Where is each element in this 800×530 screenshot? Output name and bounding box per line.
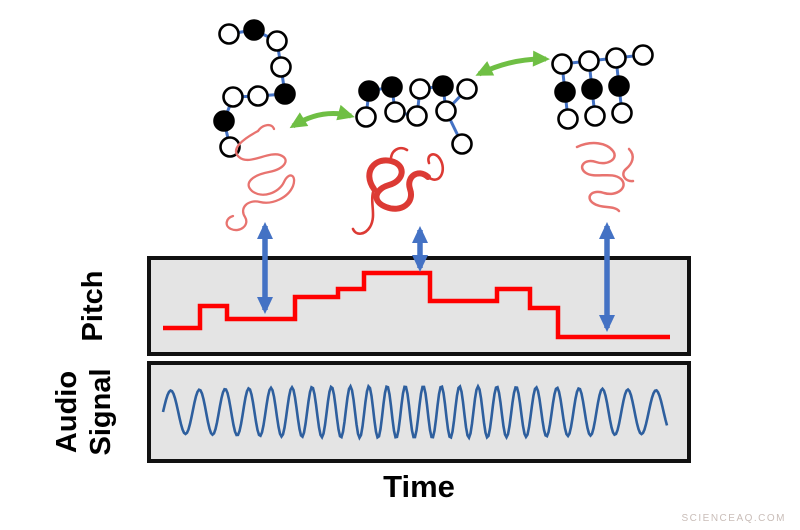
bead-open	[384, 101, 406, 123]
bead-filled	[213, 110, 235, 132]
bead-open	[584, 105, 606, 127]
protein-middle-tail-top	[389, 146, 409, 163]
bead-filled	[274, 83, 296, 105]
bead-filled	[581, 78, 603, 100]
green-double-arrow	[289, 104, 355, 129]
bead-filled	[243, 19, 265, 41]
audio-waveform	[161, 383, 669, 441]
protein-middle-helix	[366, 157, 431, 212]
bead-filled	[554, 81, 576, 103]
pitch-contour	[163, 270, 670, 340]
pitch-step-line	[163, 270, 670, 340]
bead-chains	[213, 19, 654, 158]
bead-open	[605, 47, 627, 69]
bead-open	[456, 78, 478, 100]
bead-open	[435, 100, 457, 122]
green-double-arrow	[475, 50, 550, 77]
bead-open	[219, 136, 241, 158]
bead-open	[266, 30, 288, 52]
audio-axis-label-line2: Signal	[85, 368, 117, 455]
green-double-arrows	[289, 50, 550, 129]
bead-open	[551, 53, 573, 75]
pitch-axis-label: Pitch	[77, 271, 109, 342]
protein-structure-right	[575, 141, 635, 213]
bead-open	[406, 105, 428, 127]
bead-open	[451, 133, 473, 155]
bead-open	[218, 23, 240, 45]
blue-double-arrows	[257, 222, 615, 332]
protein-structures	[225, 123, 635, 235]
audio-axis-label-line1: Audio	[51, 371, 83, 453]
protein-structure-middle	[351, 146, 445, 235]
bead-open	[578, 50, 600, 72]
protein-middle-tail-bottom	[351, 187, 376, 235]
time-axis-label: Time	[383, 469, 455, 504]
bead-open	[611, 102, 633, 124]
bead-chain-sequence-1	[213, 19, 296, 158]
audio-wave-path	[161, 383, 669, 441]
protein-right-strand	[622, 147, 635, 183]
bead-chain-sequence-2	[355, 75, 478, 155]
bead-open	[557, 108, 579, 130]
bead-open	[247, 85, 269, 107]
bead-filled	[358, 80, 380, 102]
protein-middle-tail-right	[426, 153, 445, 181]
bead-open	[632, 44, 654, 66]
watermark-text: SCIENCEAQ.COM	[681, 513, 786, 524]
protein-left-path	[225, 129, 296, 232]
bead-chain-sequence-3	[551, 44, 654, 130]
bead-filled	[608, 75, 630, 97]
protein-structure-left	[225, 123, 296, 232]
bead-filled	[381, 76, 403, 98]
protein-right-path	[575, 141, 625, 213]
protein-left-tail	[256, 123, 276, 133]
bead-open	[355, 106, 377, 128]
bead-filled	[432, 75, 454, 97]
bead-open	[270, 56, 292, 78]
bead-open	[409, 78, 431, 100]
bead-open	[222, 86, 244, 108]
